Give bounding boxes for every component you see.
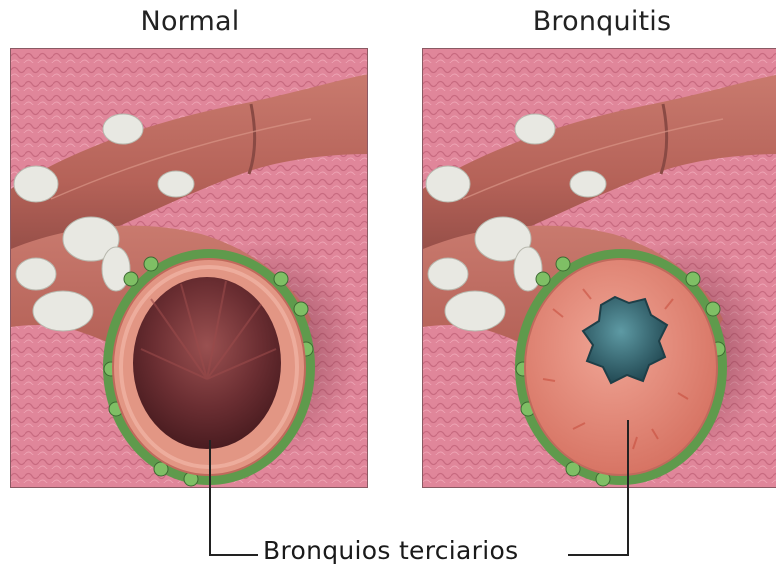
leader-line-normal [210, 440, 258, 555]
leader-line-bronchitis [568, 420, 628, 555]
caption-label: Bronquios terciarios [263, 536, 518, 565]
